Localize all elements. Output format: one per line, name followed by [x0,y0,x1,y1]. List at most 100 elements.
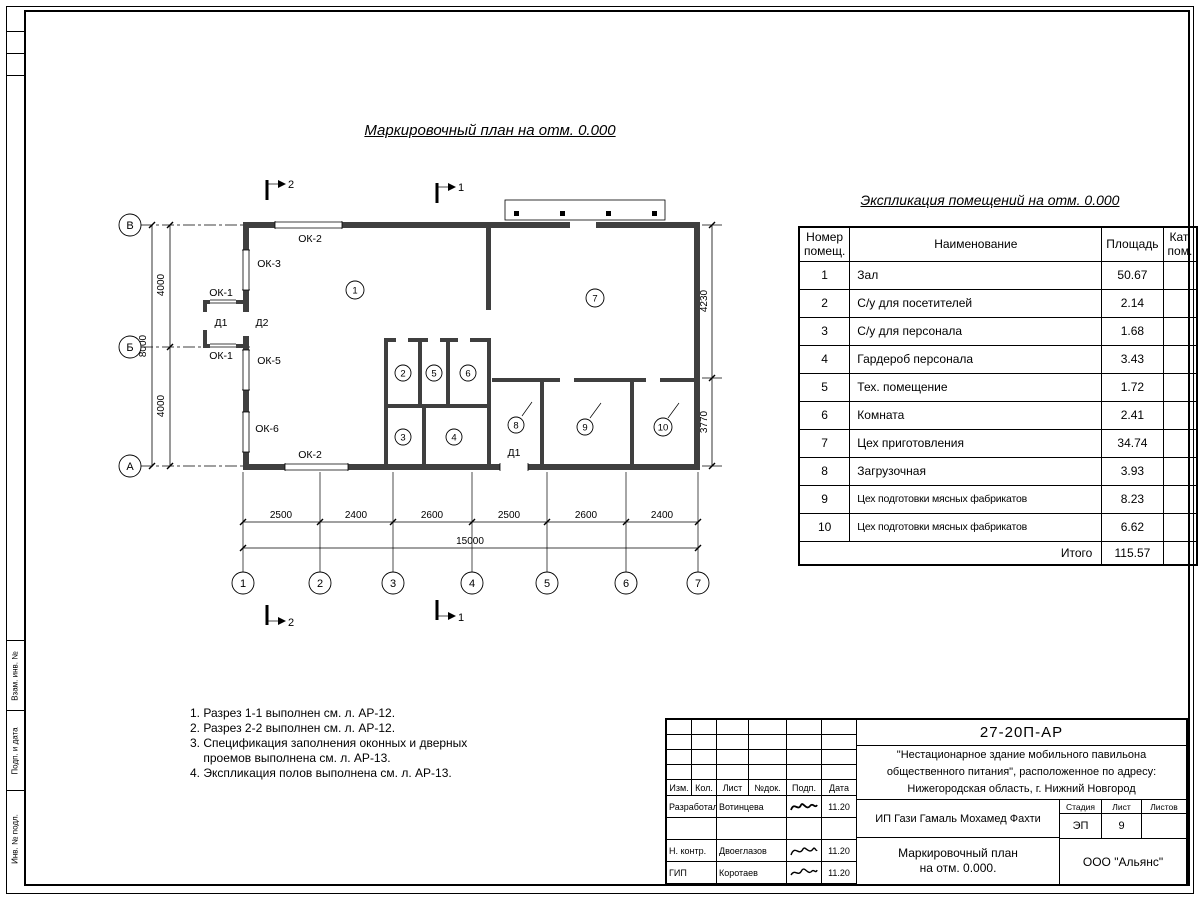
axis-label: В [126,220,133,232]
cell-num: 8 [798,456,851,486]
date-gip: 11.20 [822,862,857,884]
cell-num: 3 [798,316,851,346]
title-block: Изм. Кол. Лист №док. Подп. Дата Разработ… [665,718,1188,886]
cell-name: Гардероб персонала [849,344,1103,374]
role-developer: Разработал [667,796,717,818]
margin-stamp-vzam: Взам. инв. № [6,640,24,710]
cell-cat [1162,288,1198,318]
cell-num: 2 [798,288,851,318]
total-label: Итого [798,540,1103,566]
cell-area: 2.14 [1101,288,1164,318]
header-num: Номер помещ. [798,226,851,262]
cell-cat [1162,512,1198,542]
cell-name: С/у для посетителей [849,288,1103,318]
cell-name: Цех подготовки мясных фабрикатов [849,512,1103,542]
cell-area: 3.43 [1101,344,1164,374]
dim-label: 3770 [699,410,710,433]
section-label: 1 [458,182,464,194]
title-block-middle: ИП Гази Гамаль Мохамед Фахти Маркировочн… [857,800,1060,884]
wall-openings [202,221,660,471]
opening-label: Д2 [256,317,269,329]
cell-num: 4 [798,344,851,374]
axis-label: 7 [695,578,701,590]
cell-cat [1162,428,1198,458]
signature-icon [790,802,818,810]
dim-label: 2400 [345,510,368,521]
note-line: 4. Экспликация полов выполнена см. л. АР… [190,766,452,780]
opening-label: ОК-1 [209,350,233,362]
room-numbers: 1 2 3 4 5 6 7 8 9 10 [345,280,680,446]
opening-label: ОК-6 [255,423,279,435]
table-total-row: Итого 115.57 [798,540,1198,566]
cell-area: 1.72 [1101,372,1164,402]
cell-num: 6 [798,400,851,430]
cell-cat [1162,372,1198,402]
cell-name: Зал [849,260,1103,290]
cell-cat [1162,316,1198,346]
total-value: 115.57 [1101,540,1164,566]
podp-label: Подп. и дата [10,726,20,775]
axis-label: А [126,461,134,473]
project-name-line: общественного питания", расположенное по… [886,766,1157,778]
sheet-title-line: Маркировочный план [898,846,1018,860]
margin-stamp-inv: Инв. № подл. [6,790,24,886]
signature-ncontrol [787,840,822,862]
sheet-title-line: на отм. 0.000. [919,861,997,875]
project-name-line: Нижегородская область, г. Нижний Новгоро… [907,783,1136,795]
sheets-value [1142,814,1186,838]
margin-cell [6,54,24,76]
margin-cell [6,10,24,32]
company-name: ООО "Альянс" [1082,854,1164,869]
margin-cell [6,32,24,54]
sheet-title: Маркировочный план на отм. 0.000. [857,838,1059,884]
cell-cat [1162,260,1198,290]
cell-area: 34.74 [1101,428,1164,458]
cell-num: 9 [798,484,851,514]
note-line: 2. Разрез 2-2 выполнен см. л. АР-12. [190,721,396,735]
axis-label: 4 [469,578,475,590]
opening-labels: ОК-2 ОК-3 ОК-1 Д1 Д2 ОК-1 ОК-5 ОК-6 ОК-2… [209,233,520,461]
cell-cat [1162,400,1198,430]
title-block-revision-grid: Изм. Кол. Лист №док. Подп. Дата Разработ… [667,720,857,884]
cell-num: 1 [798,260,851,290]
role-ncontrol: Н. контр. [667,840,717,862]
opening-label: ОК-2 [298,449,322,461]
cell-name: Цех приготовления [849,428,1103,458]
cell-area: 2.41 [1101,400,1164,430]
cell-name: Комната [849,400,1103,430]
col-podp: Подп. [787,780,822,796]
title-block-stamp: Стадия Лист Листов ЭП 9 ООО "Альянс" [1060,800,1186,884]
sheets-label: Листов [1150,801,1178,812]
cell-cat [1162,344,1198,374]
sheet-label: Лист [1102,800,1142,813]
section-marks: 2 1 2 1 [265,179,464,629]
room-number: 9 [582,423,587,434]
col-doc: №док. [749,780,787,796]
signature-icon [790,867,818,875]
room-number: 6 [465,369,470,380]
axis-label: 5 [544,578,550,590]
cell-name: Тех. помещение [849,372,1103,402]
col-izm: Изм. [667,780,692,796]
dim-label: 2500 [498,510,521,521]
margin-stamp-podp: Подп. и дата [6,710,24,790]
floor-plan: 4000 4000 8000 4230 3770 2500 2400 2600 … [118,179,722,629]
name-developer: Вотинцева [717,796,787,818]
axis-label: 3 [390,578,396,590]
dim-label: 4000 [156,273,167,296]
role-gip: ГИП [667,862,717,884]
name-ncontrol: Двоеглазов [717,840,787,862]
project-name-line: "Нестационарное здание мобильного павиль… [896,749,1147,761]
dimension-lines [148,221,716,552]
vzam-label: Взам. инв. № [10,650,20,701]
note-line: 1. Разрез 1-1 выполнен см. л. АР-12. [190,706,396,720]
room-number: 5 [431,369,436,380]
client-name: ИП Гази Гамаль Мохамед Фахти [857,800,1059,838]
date-developer: 11.20 [822,796,857,818]
notes: 1. Разрез 1-1 выполнен см. л. АР-12. 2. … [190,706,467,781]
dim-label: 2400 [651,510,674,521]
